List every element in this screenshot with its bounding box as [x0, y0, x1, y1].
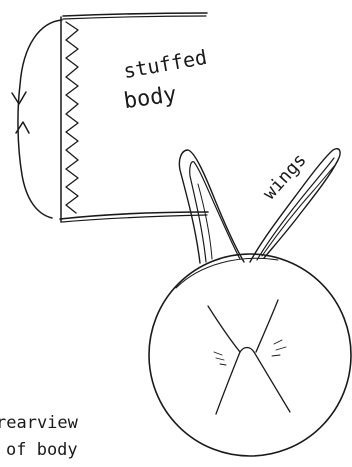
v-left-stroke — [208, 306, 240, 352]
zigzag-stitch — [66, 22, 78, 213]
lower-left-leg — [216, 352, 240, 414]
label-body: body — [122, 82, 178, 114]
left-wing-outer — [179, 150, 244, 263]
label-rearview: rearview — [0, 413, 79, 433]
body-top-edge-2 — [63, 16, 206, 19]
hatch-right — [272, 340, 286, 356]
lower-right-leg — [254, 352, 290, 412]
v-right-stroke — [256, 300, 278, 352]
wings-drawing — [179, 149, 340, 263]
stuffed-body-drawing — [12, 13, 208, 222]
rear-view-drawing — [149, 254, 351, 456]
hatch-left — [214, 352, 226, 365]
label-stuffed: stuffed — [122, 45, 209, 83]
fold-arc — [18, 20, 62, 218]
v-notch — [240, 348, 254, 353]
label-of-body: of body — [6, 440, 78, 460]
